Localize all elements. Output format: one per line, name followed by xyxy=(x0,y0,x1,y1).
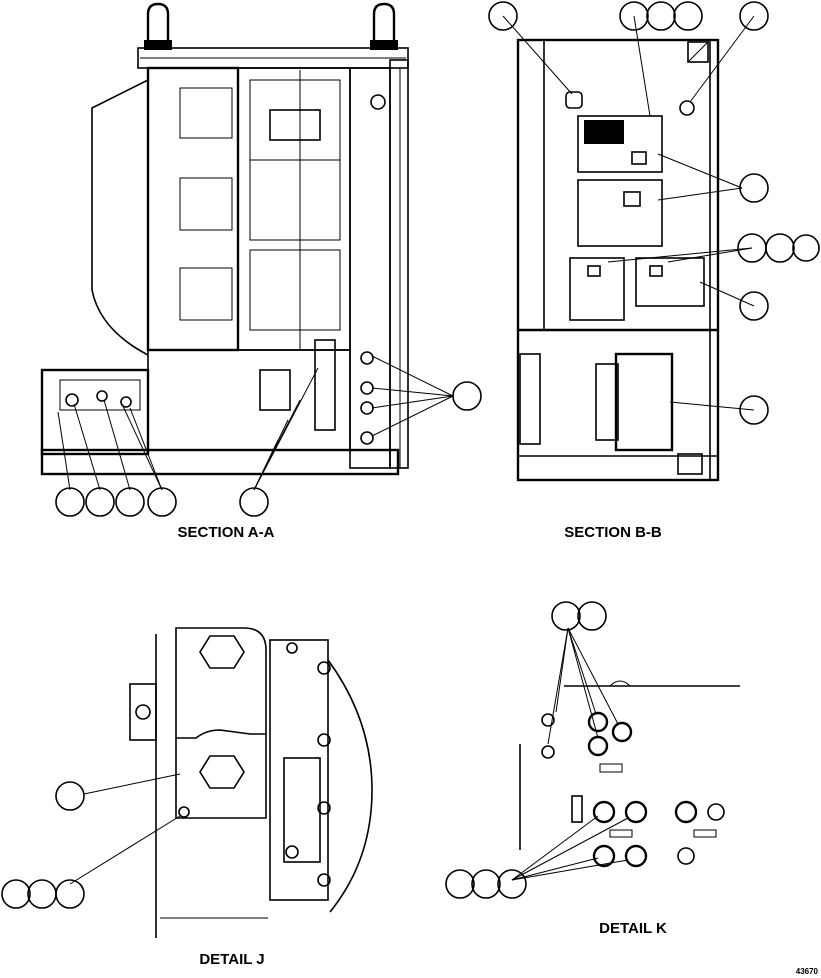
detail-k-caption: DETAIL K xyxy=(599,920,667,937)
detail-j-caption: DETAIL J xyxy=(199,951,264,968)
section-aa-caption: SECTION A-A xyxy=(178,524,275,541)
section-aa-view xyxy=(40,2,482,517)
detail-j-view xyxy=(1,627,373,938)
detail-k-view xyxy=(445,601,740,899)
section-bb-view xyxy=(488,1,820,482)
section-bb-caption: SECTION B-B xyxy=(564,524,662,541)
document-number: 43670 xyxy=(796,967,819,976)
